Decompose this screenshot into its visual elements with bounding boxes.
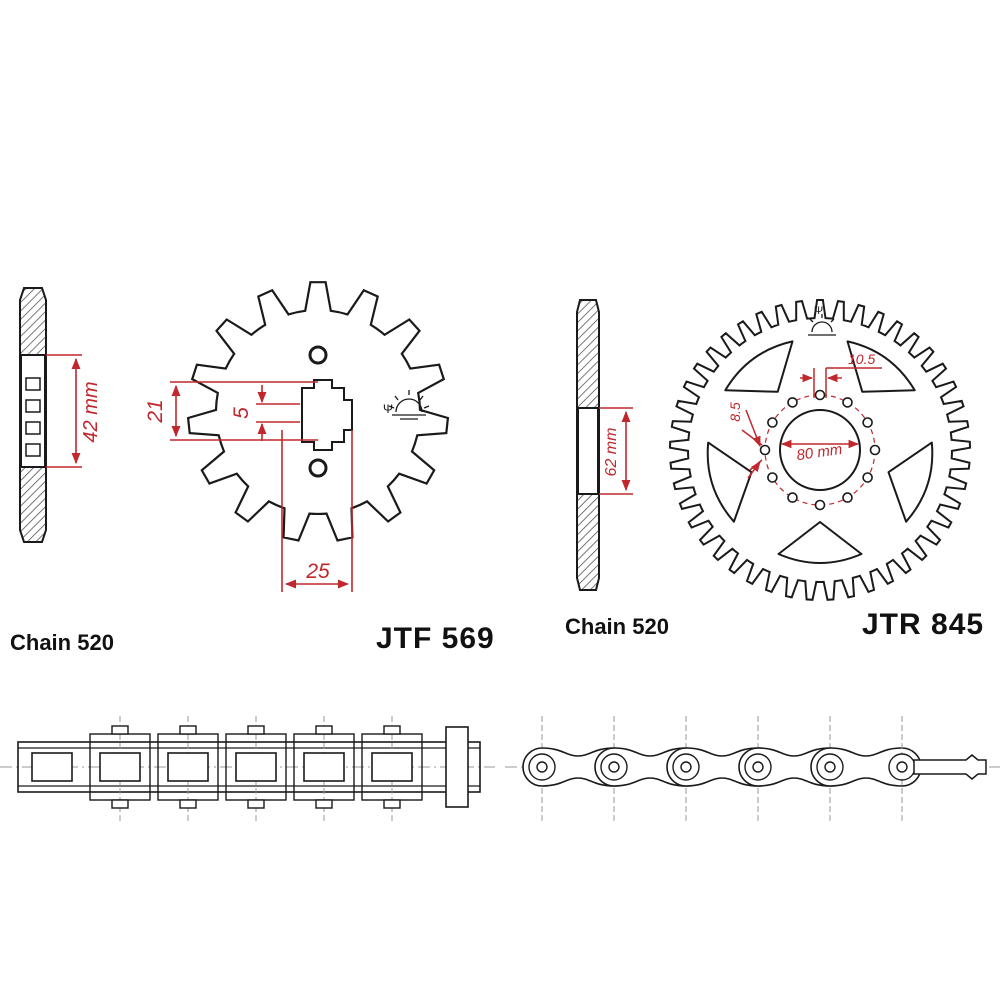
bolt-hole xyxy=(787,492,798,503)
rear-bolt-holes xyxy=(759,389,881,511)
chain-pin xyxy=(680,761,692,773)
bolt-hole xyxy=(767,417,778,428)
rear-dimensions xyxy=(741,367,882,479)
front-spline-dimensions xyxy=(170,381,353,592)
bolt-hole xyxy=(759,444,771,456)
bolt-hole xyxy=(862,417,873,428)
sun-logo-icon: Ψ xyxy=(383,390,430,420)
front-spline-width-dim-label: 25 xyxy=(305,560,330,583)
rear-hub-dim-label: 62 mm xyxy=(603,428,620,477)
bolt-hole xyxy=(842,492,853,503)
chain-roller xyxy=(235,752,277,782)
front-bore-dim-label: 42 mm xyxy=(80,381,102,442)
rear-sprocket-code: JTR 845 xyxy=(862,608,985,641)
rear-hub-dimension xyxy=(599,407,633,495)
lightening-window xyxy=(887,441,934,523)
lightening-window xyxy=(724,340,794,393)
rear-sprocket-face: Ψ xyxy=(668,299,972,601)
bolt-hole xyxy=(814,499,826,511)
rear-bolt-spacing-dim-label: 10.5 xyxy=(848,351,875,367)
front-mount-hole-bottom xyxy=(308,458,328,478)
lightening-window xyxy=(846,340,916,393)
chain-roller xyxy=(371,752,413,782)
sun-logo-icon: Ψ xyxy=(808,305,836,336)
chain-pin xyxy=(896,761,908,773)
chain-pin xyxy=(752,761,764,773)
rear-lightening-windows xyxy=(706,340,934,564)
front-sprocket-face: Ψ xyxy=(186,281,450,542)
front-bore-dimension xyxy=(46,354,82,468)
bolt-hole xyxy=(814,389,826,401)
rear-chain-label: Chain 520 xyxy=(565,614,669,639)
chain-top-view xyxy=(0,716,495,824)
svg-text:Ψ: Ψ xyxy=(383,402,393,416)
rear-center-bore xyxy=(779,409,861,491)
chain-pin xyxy=(608,761,620,773)
chain-roller xyxy=(167,752,209,782)
svg-text:Ψ: Ψ xyxy=(814,305,823,317)
front-mount-hole-top xyxy=(308,345,328,365)
bolt-hole xyxy=(869,444,881,456)
chain-pin xyxy=(536,761,548,773)
rear-center-bore-dim-label: 80 mm xyxy=(795,441,843,464)
chain-side-view xyxy=(505,716,1000,822)
rear-sprocket-side-profile xyxy=(576,299,600,591)
bolt-hole xyxy=(787,397,798,408)
bolt-hole xyxy=(767,472,778,483)
bolt-hole xyxy=(842,397,853,408)
front-spline-height-dim-label: 21 xyxy=(144,399,167,423)
lightening-window xyxy=(706,441,753,523)
chain-pin xyxy=(824,761,836,773)
front-sprocket-side-profile xyxy=(19,287,47,543)
lightening-window xyxy=(777,521,863,564)
front-chain-label: Chain 520 xyxy=(10,630,114,655)
chain-roller xyxy=(99,752,141,782)
front-key-dim-label: 5 xyxy=(230,407,253,419)
bolt-hole xyxy=(862,472,873,483)
chain-roller xyxy=(303,752,345,782)
front-sprocket-code: JTF 569 xyxy=(376,622,495,655)
rear-bolt-hole-dim-label: 8.5 xyxy=(727,402,743,422)
